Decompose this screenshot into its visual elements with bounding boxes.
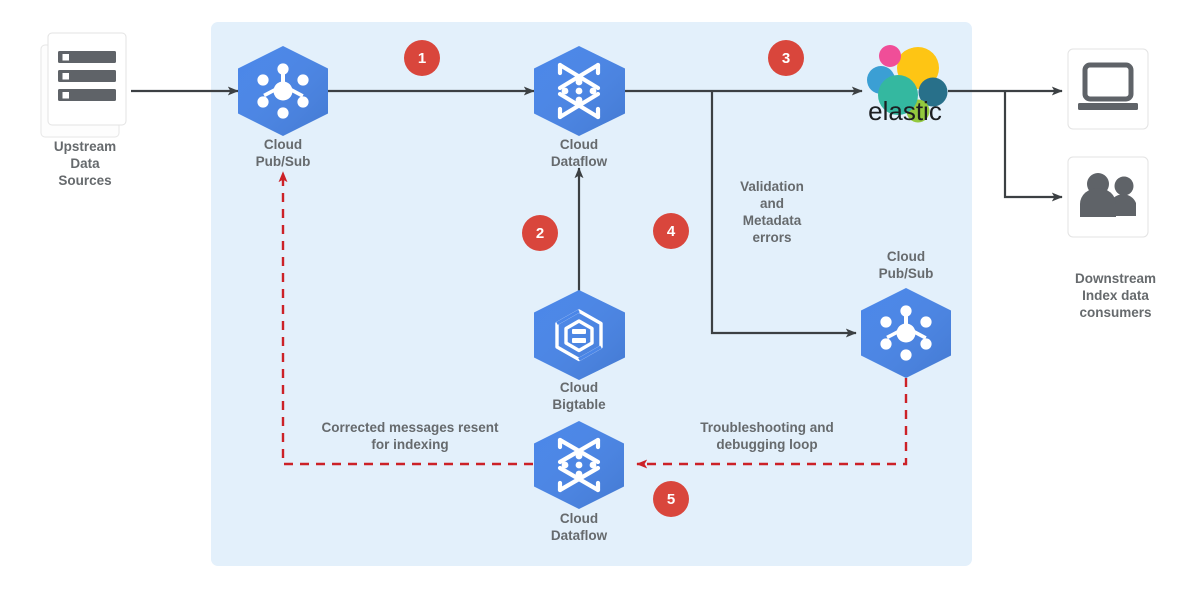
step-badge-2: 2 xyxy=(522,215,558,251)
step-badge-1: 1 xyxy=(404,40,440,76)
edge-corrected-messages xyxy=(278,171,533,466)
validation-errors-label: Validation and Metadata errors xyxy=(740,179,804,245)
server-stack-icon xyxy=(40,32,127,138)
consumer-app-box xyxy=(1067,48,1149,130)
elastic-logo-icon xyxy=(867,45,948,123)
consumers-label: Downstream Index data consumers xyxy=(1074,271,1157,320)
consumer-people-box xyxy=(1067,156,1149,238)
step-badge-5: 5 xyxy=(653,481,689,517)
elastic-wordmark: elastic xyxy=(868,96,942,126)
cloud-boundary-panel xyxy=(211,22,972,566)
laptop-icon xyxy=(1078,62,1138,110)
dataflow-fix-label: Cloud Dataflow xyxy=(550,511,608,543)
step-badge-3: 3 xyxy=(768,40,804,76)
pubsub-errors-label: Cloud Pub/Sub xyxy=(878,249,934,281)
people-icon xyxy=(1080,173,1136,217)
cloud-bigtable-icon xyxy=(534,290,625,380)
edge-errors-to-pubsub xyxy=(710,92,857,338)
dataflow-main-label: Cloud Dataflow xyxy=(550,137,608,169)
edge-consumers-branch xyxy=(1003,91,1063,202)
bigtable-label: Cloud Bigtable xyxy=(552,380,606,412)
step-badge-4: 4 xyxy=(653,213,689,249)
cloud-pubsub-errors-icon xyxy=(861,288,951,378)
cloud-dataflow-fix-icon xyxy=(534,421,624,509)
cloud-dataflow-icon xyxy=(534,46,625,136)
pubsub-in-label: Cloud Pub/Sub xyxy=(255,137,311,169)
troubleshooting-loop-label: Troubleshooting and debugging loop xyxy=(700,420,834,452)
edge-troubleshooting-loop xyxy=(636,378,908,469)
corrected-messages-label: Corrected messages resent for indexing xyxy=(321,420,499,452)
upstream-label: Upstream Data Sources xyxy=(53,139,117,188)
cloud-pubsub-icon xyxy=(238,46,328,136)
